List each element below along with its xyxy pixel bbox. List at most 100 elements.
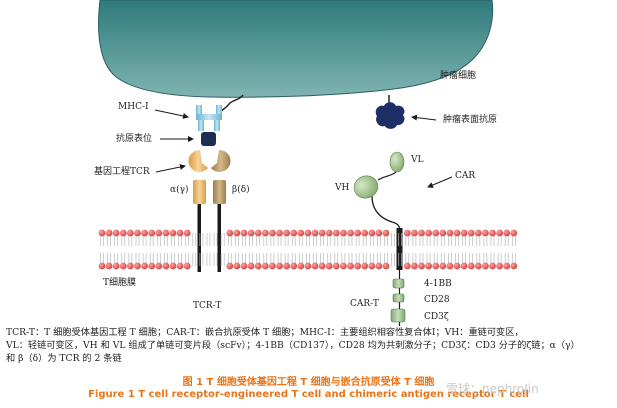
lipid-head bbox=[283, 229, 290, 237]
lipid-head bbox=[119, 229, 127, 237]
lipid-head bbox=[446, 229, 454, 237]
antigen-pointer bbox=[411, 114, 437, 121]
lipid-head bbox=[247, 229, 255, 237]
lipid-head bbox=[162, 262, 170, 270]
epitope bbox=[201, 132, 216, 146]
tcr-receptor bbox=[188, 149, 231, 272]
lipid-head bbox=[304, 262, 312, 270]
lipid-head bbox=[510, 262, 518, 270]
lipid-head bbox=[411, 262, 418, 270]
lipid-head bbox=[276, 229, 283, 237]
lipid-head bbox=[453, 262, 461, 270]
lipid-head bbox=[155, 229, 163, 237]
figure-title-en: Figure 1 T cell receptor-engineered T ce… bbox=[88, 389, 529, 400]
lipid-head bbox=[105, 262, 113, 270]
lipid-head bbox=[105, 229, 113, 237]
label-alpha-chain: α(γ) bbox=[170, 185, 189, 195]
lipid-head bbox=[126, 229, 134, 237]
tumor-surface-antigen bbox=[375, 95, 405, 129]
lipid-head bbox=[269, 229, 276, 237]
lipid-head bbox=[446, 262, 454, 270]
lipid-head bbox=[318, 229, 326, 237]
lipid-head bbox=[361, 229, 369, 237]
label-epitope: 抗原表位 bbox=[116, 134, 153, 144]
car-pointer bbox=[427, 176, 453, 188]
t-cell-membrane bbox=[98, 229, 518, 270]
lipid-head bbox=[496, 229, 503, 237]
label-vl: VL bbox=[411, 155, 424, 165]
lipid-head bbox=[460, 229, 468, 237]
lipid-head bbox=[482, 262, 489, 270]
lipid-head bbox=[233, 262, 241, 270]
lipid-head bbox=[354, 229, 361, 237]
lipid-head bbox=[98, 229, 106, 237]
lipid-head bbox=[141, 262, 149, 270]
lipid-head bbox=[411, 229, 418, 237]
lipid-head bbox=[276, 262, 283, 270]
lipid-head bbox=[368, 262, 376, 270]
lipid-head bbox=[340, 262, 347, 270]
lipid-head bbox=[432, 262, 440, 270]
lipid-head bbox=[332, 262, 340, 270]
lipid-head bbox=[290, 229, 298, 237]
label-engineered-tcr: 基因工程TCR bbox=[94, 167, 150, 177]
lipid-head bbox=[347, 262, 354, 270]
lipid-head bbox=[254, 262, 262, 270]
lipid-head bbox=[176, 262, 184, 270]
lipid-head bbox=[482, 229, 489, 237]
lipid-head bbox=[340, 229, 347, 237]
lipid-head bbox=[382, 262, 390, 270]
note-line-3: 和 β（δ）为 TCR 的 2 条链 bbox=[6, 353, 122, 364]
label-car-t: CAR-T bbox=[350, 299, 379, 309]
lipid-head bbox=[318, 262, 326, 270]
lipid-head bbox=[368, 229, 376, 237]
label-beta-chain: β(δ) bbox=[232, 185, 250, 195]
lipid-head bbox=[467, 229, 475, 237]
lipid-head bbox=[240, 229, 248, 237]
label-cd3z: CD3ζ bbox=[424, 312, 449, 322]
lipid-head bbox=[325, 262, 333, 270]
lipid-head bbox=[162, 229, 170, 237]
figure-title-zh: 图 1 T 细胞受体基因工程 T 细胞与嵌合抗原受体 T 细胞 bbox=[182, 377, 435, 388]
lipid-head bbox=[233, 229, 241, 237]
lipid-head bbox=[439, 262, 447, 270]
lipid-head bbox=[375, 262, 383, 270]
lipid-head bbox=[126, 262, 134, 270]
lipid-head bbox=[169, 229, 177, 237]
lipid-head bbox=[347, 229, 354, 237]
note-line-1: TCR-T：T 细胞受体基因工程 T 细胞；CAR-T：嵌合抗原受体 T 细胞；… bbox=[6, 327, 524, 338]
lipid-head bbox=[226, 229, 234, 237]
lipid-head bbox=[325, 229, 333, 237]
lipid-head bbox=[134, 262, 141, 270]
label-tcr-t: TCR-T bbox=[193, 301, 222, 311]
note-line-2: VL：轻链可变区，VH 和 VL 组成了单链可变片段（scFv）；4-1BB（C… bbox=[6, 340, 580, 351]
tcr-pointer bbox=[155, 164, 186, 173]
lipid-head bbox=[240, 262, 248, 270]
label-car: CAR bbox=[455, 171, 476, 181]
lipid-head bbox=[98, 262, 106, 270]
lipid-head bbox=[418, 229, 425, 237]
lipid-head bbox=[432, 229, 440, 237]
lipid-head bbox=[460, 262, 468, 270]
lipid-head bbox=[112, 262, 120, 270]
label-t-cell-membrane: T细胞膜 bbox=[103, 278, 137, 288]
vl-domain bbox=[389, 151, 405, 173]
domain-4-1bb bbox=[392, 278, 405, 289]
car-receptor bbox=[353, 151, 406, 326]
label-mhc: MHC-Ⅰ bbox=[118, 102, 149, 112]
lipid-head bbox=[290, 262, 298, 270]
lipid-head bbox=[254, 229, 262, 237]
lipid-head bbox=[375, 229, 383, 237]
label-tumor-antigen: 肿瘤表面抗原 bbox=[443, 115, 498, 125]
vh-domain bbox=[353, 175, 379, 199]
watermark: 雪球：nephroJin bbox=[446, 382, 539, 396]
lipid-head bbox=[403, 262, 411, 270]
domain-cd3z bbox=[390, 308, 406, 323]
lipid-head bbox=[261, 229, 269, 237]
lipid-head bbox=[453, 229, 461, 237]
lipid-head bbox=[474, 262, 482, 270]
lipid-head bbox=[112, 229, 120, 237]
lipid-head bbox=[169, 262, 177, 270]
